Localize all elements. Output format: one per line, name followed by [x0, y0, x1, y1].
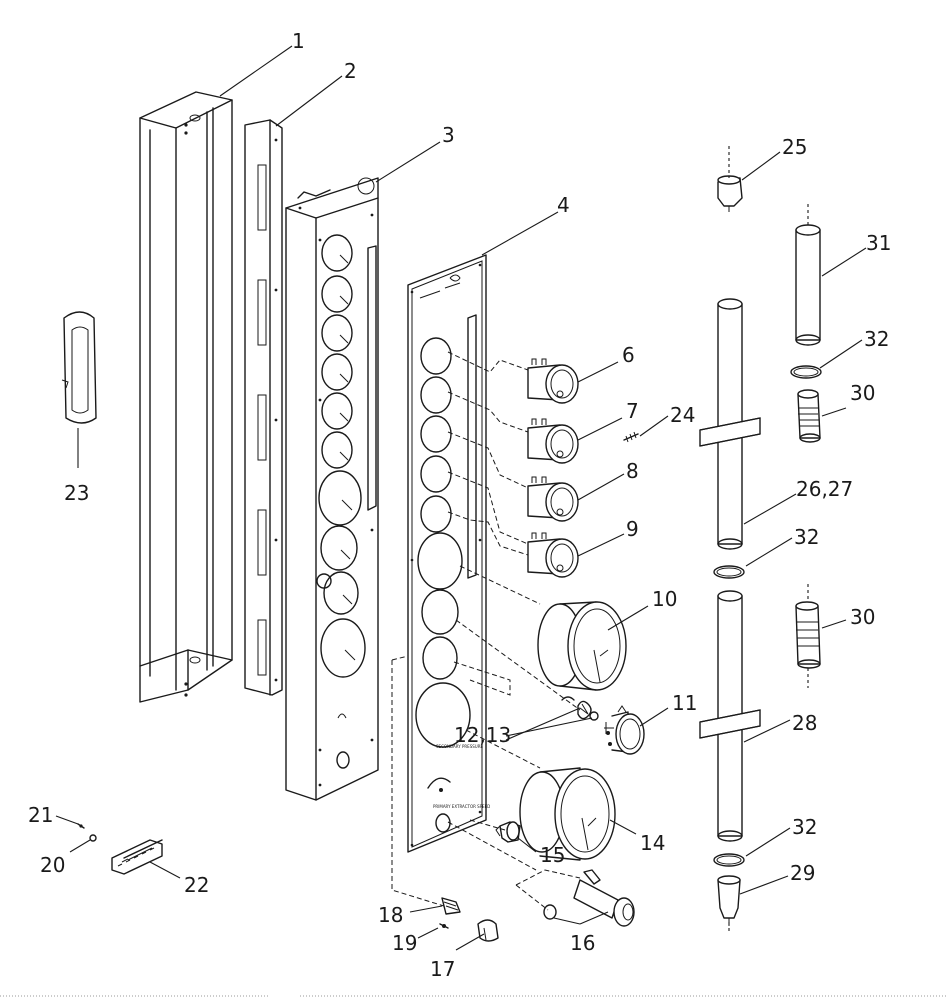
part-16-switch-assembly — [543, 869, 635, 927]
part-3-inner-panel — [285, 177, 379, 801]
part-30-coupling-upper — [797, 389, 821, 443]
part-17-clip — [477, 919, 499, 942]
callout-29: 29 — [790, 861, 815, 885]
part-12-13-fittings — [561, 696, 599, 721]
callout-16: 16 — [570, 931, 595, 955]
part-7-gauge — [527, 418, 579, 464]
part-28-tube — [699, 590, 761, 842]
callout-17: 17 — [430, 957, 455, 981]
part-11-pressure-gauge — [604, 705, 645, 755]
callout-20: 20 — [40, 853, 65, 877]
callout-10: 10 — [652, 587, 677, 611]
part-10-large-gauge — [537, 601, 627, 691]
callout-21: 21 — [28, 803, 53, 827]
callout-11: 11 — [672, 691, 697, 715]
inner-panel-holes — [316, 234, 366, 769]
part-15-knob — [495, 821, 521, 843]
part-29-end-fitting — [717, 875, 741, 926]
part-2-gasket — [244, 119, 283, 696]
part-26-27-tube — [699, 298, 761, 550]
leader-lines — [55, 45, 867, 951]
callout-14: 14 — [640, 831, 665, 855]
part-24-screw — [623, 431, 639, 443]
part-21-screw — [77, 823, 85, 829]
callout-32-lower: 32 — [792, 815, 817, 839]
label-secondary-pressure: SECONDARY PRESSURE — [436, 744, 483, 749]
callout-30-upper: 30 — [850, 381, 875, 405]
callout-6: 6 — [622, 343, 635, 367]
callout-4: 4 — [557, 193, 570, 217]
part-8-gauge — [527, 476, 579, 522]
callout-32-upper: 32 — [864, 327, 889, 351]
part-32-clamp-middle — [713, 565, 745, 579]
assembly-dashed-lines — [391, 351, 581, 911]
callout-12-13: 12,13 — [454, 723, 511, 747]
part-18-fitting — [441, 897, 461, 915]
part-4-faceplate: SECONDARY PRESSURE PRIMARY EXTRACTOR SPE… — [407, 254, 490, 853]
callout-25: 25 — [782, 135, 807, 159]
callout-7: 7 — [626, 399, 639, 423]
faceplate-gauge-holes — [415, 337, 471, 833]
callout-28: 28 — [792, 711, 817, 735]
callout-18: 18 — [378, 903, 403, 927]
part-32-clamp-upper — [790, 365, 822, 379]
part-1-enclosure — [139, 91, 233, 703]
part-19-screw — [439, 923, 449, 929]
callout-15: 15 — [540, 843, 565, 867]
part-20-nut — [89, 834, 97, 842]
callout-2: 2 — [344, 59, 357, 83]
callout-26-27: 26,27 — [796, 477, 853, 501]
callout-32-middle: 32 — [794, 525, 819, 549]
callout-9: 9 — [626, 517, 639, 541]
part-6-gauge — [527, 358, 579, 404]
label-primary-extractor-speed: PRIMARY EXTRACTOR SPEED — [433, 804, 490, 809]
part-14-large-gauge — [519, 767, 616, 861]
callout-19: 19 — [392, 931, 417, 955]
callout-23: 23 — [64, 481, 89, 505]
part-23-handle — [61, 311, 97, 424]
callout-24: 24 — [670, 403, 695, 427]
part-31-tube — [795, 224, 821, 346]
callout-31: 31 — [866, 231, 891, 255]
callout-1: 1 — [292, 29, 305, 53]
part-22-terminal-block — [111, 839, 163, 875]
callout-22: 22 — [184, 873, 209, 897]
part-32-clamp-lower — [713, 853, 745, 867]
callout-3: 3 — [442, 123, 455, 147]
callout-30-lower: 30 — [850, 605, 875, 629]
part-25-cap — [717, 175, 743, 212]
part-9-gauge — [527, 532, 579, 578]
part-30-coupling-lower — [795, 601, 821, 669]
callout-8: 8 — [626, 459, 639, 483]
callout-numbers: 1 2 3 4 6 7 8 9 10 11 12,13 14 15 16 17 … — [28, 29, 891, 981]
